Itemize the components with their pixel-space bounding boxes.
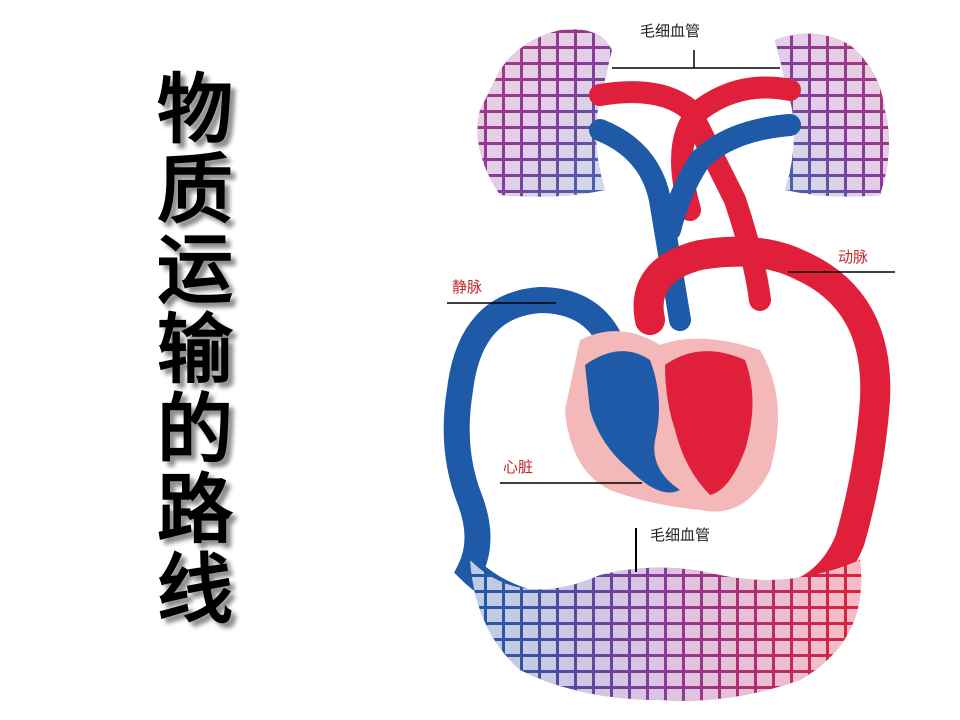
page-title: 物 质 运 输 的 路 线: [150, 70, 240, 630]
pulmonary-vessels: [589, 76, 801, 331]
right-lung: [775, 33, 889, 197]
title-char: 输: [157, 305, 233, 394]
left-lung: [477, 29, 612, 197]
capillary-bottom-label: 毛细血管: [650, 526, 710, 544]
title-char: 运: [157, 225, 233, 314]
title-char: 路: [157, 465, 233, 554]
artery-label: 动脉: [838, 248, 868, 266]
title-char: 线: [157, 545, 233, 634]
aorta: [633, 236, 891, 615]
title-char: 质: [157, 145, 233, 234]
title-char: 物: [157, 65, 233, 154]
body-capillaries: [470, 560, 862, 701]
capillary-top-label: 毛细血管: [640, 22, 700, 40]
vein-label: 静脉: [452, 278, 482, 296]
title-char: 的: [157, 385, 233, 474]
heart: [565, 331, 778, 512]
heart-label: 心脏: [503, 458, 533, 476]
